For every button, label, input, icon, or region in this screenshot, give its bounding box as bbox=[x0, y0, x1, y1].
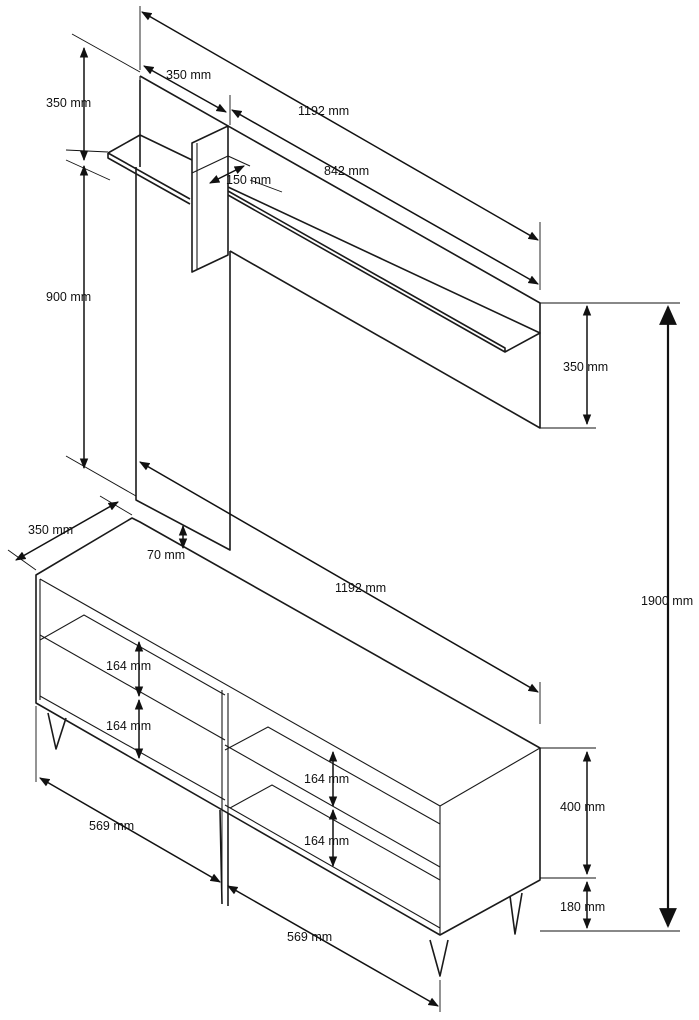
label-body-height: 400 mm bbox=[560, 800, 605, 814]
leg-front-left bbox=[47, 712, 67, 750]
label-section-width-left: 569 mm bbox=[89, 819, 134, 833]
label-cabinet-width: 1192 mm bbox=[335, 581, 386, 595]
cabinet-dimensions bbox=[7, 302, 680, 1012]
label-small-shelf-depth: 150 mm bbox=[226, 173, 271, 187]
label-section-width-right: 569 mm bbox=[287, 930, 332, 944]
cabinet-body bbox=[35, 517, 541, 936]
label-compartment-3: 164 mm bbox=[304, 772, 349, 786]
shelf-left-upper bbox=[39, 634, 226, 741]
wall-back-panel bbox=[139, 75, 541, 429]
label-wall-total-width: 1192 mm bbox=[298, 104, 349, 118]
left-shelf bbox=[107, 134, 193, 205]
label-wall-lower-height: 900 mm bbox=[46, 290, 91, 304]
dimension-labels: 350 mm 1192 mm 350 mm 842 mm 150 mm 900 … bbox=[28, 68, 693, 944]
label-wall-upper-height: 350 mm bbox=[46, 96, 91, 110]
wall-panel-unit bbox=[107, 75, 541, 551]
label-overall-height: 1900 mm bbox=[641, 594, 693, 608]
wall-tall-board bbox=[135, 80, 231, 551]
label-upper-shelf-width: 842 mm bbox=[324, 164, 369, 178]
tv-cabinet-unit bbox=[35, 517, 541, 977]
label-compartment-1: 164 mm bbox=[106, 659, 151, 673]
leg-front-right bbox=[429, 939, 449, 977]
wall-dimensions bbox=[65, 6, 596, 550]
label-leg-height: 180 mm bbox=[560, 900, 605, 914]
label-right-panel-height: 350 mm bbox=[563, 360, 608, 374]
long-shelf bbox=[227, 186, 541, 353]
label-compartment-2: 164 mm bbox=[106, 719, 151, 733]
label-cabinet-depth: 350 mm bbox=[28, 523, 73, 537]
label-gap-to-cabinet: 70 mm bbox=[147, 548, 185, 562]
middle-divider bbox=[221, 690, 229, 813]
label-wall-shelf-depth: 350 mm bbox=[166, 68, 211, 82]
leg-back-right bbox=[509, 892, 523, 935]
label-compartment-4: 164 mm bbox=[304, 834, 349, 848]
